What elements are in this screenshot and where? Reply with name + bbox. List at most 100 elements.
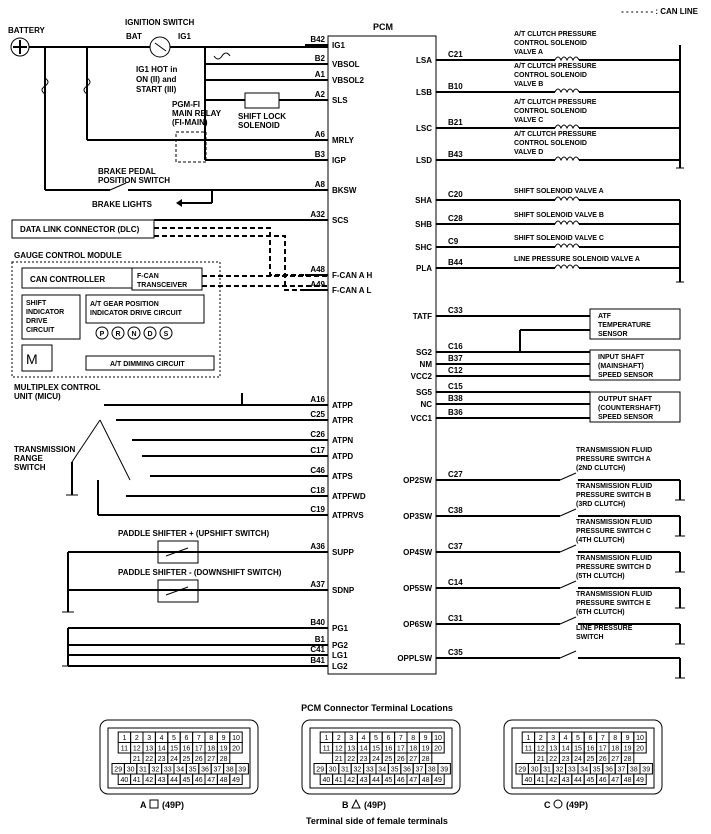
pin-name: SLS — [332, 96, 348, 105]
svg-text:A/T GEAR POSITION: A/T GEAR POSITION — [90, 301, 159, 308]
pin-name: VCC1 — [411, 414, 433, 423]
pin-code: B38 — [448, 394, 463, 403]
terminal-number: 1 — [526, 735, 530, 742]
terminal-number: 40 — [525, 777, 533, 784]
terminal-number: 33 — [568, 767, 576, 774]
terminal-number: 11 — [121, 746, 128, 753]
triangle-icon — [351, 798, 361, 809]
svg-text:RANGE: RANGE — [14, 454, 44, 463]
fuse-icon — [213, 52, 231, 60]
pin-name: LG2 — [332, 662, 348, 671]
component-label: LINE PRESSURE — [576, 625, 633, 632]
solenoid-coil-icon — [554, 196, 580, 202]
terminal-number: 8 — [613, 735, 617, 742]
svg-text:S: S — [164, 331, 169, 338]
terminal-number: 24 — [372, 756, 380, 763]
pin-code: B43 — [448, 150, 463, 159]
terminal-number: 48 — [220, 777, 228, 784]
svg-text:BAT: BAT — [126, 32, 142, 41]
connector-pin-count: (49P) — [364, 800, 386, 810]
terminal-number: 14 — [158, 746, 166, 753]
terminal-number: 40 — [121, 777, 129, 784]
svg-text:BRAKE LIGHTS: BRAKE LIGHTS — [92, 200, 153, 209]
connector-section-title: PCM Connector Terminal Locations — [301, 703, 453, 713]
terminal-number: 33 — [164, 767, 172, 774]
svg-text:N: N — [131, 331, 136, 338]
pin-code: C33 — [448, 306, 463, 315]
terminal-number: 28 — [220, 756, 228, 763]
input-shaft-speed-sensor — [589, 349, 681, 381]
pin-name: NC — [420, 400, 432, 409]
svg-text:DRIVE: DRIVE — [26, 318, 48, 325]
pressure-switch-icon — [559, 616, 577, 625]
terminal-number: 5 — [374, 735, 378, 742]
pin-name: SHB — [415, 220, 432, 229]
svg-text:(MAINSHAFT): (MAINSHAFT) — [598, 363, 644, 370]
pin-name: OP3SW — [403, 512, 432, 521]
pressure-switch-icon — [559, 580, 577, 589]
svg-text:(COUNTERSHAFT): (COUNTERSHAFT) — [598, 405, 661, 412]
component-label: (3RD CLUTCH) — [576, 501, 625, 508]
terminal-number: 32 — [152, 767, 160, 774]
pin-name: ATPR — [332, 416, 353, 425]
pin-code: A37 — [310, 580, 325, 589]
terminal-number: 39 — [238, 767, 246, 774]
connector-section-footer: Terminal side of female terminals — [306, 816, 448, 826]
terminal-number: 43 — [562, 777, 570, 784]
terminal-number: 18 — [207, 746, 215, 753]
pin-code: C26 — [310, 430, 325, 439]
pin-name: SHA — [415, 196, 432, 205]
pin-code: B10 — [448, 82, 463, 91]
pin-code: B1 — [315, 635, 326, 644]
terminal-number: 47 — [207, 777, 215, 784]
terminal-number: 4 — [564, 735, 568, 742]
pin-name: SDNP — [332, 586, 355, 595]
svg-text:A/T DIMMING CIRCUIT: A/T DIMMING CIRCUIT — [110, 361, 185, 368]
pin-name: OPPLSW — [397, 654, 432, 663]
svg-text:CIRCUIT: CIRCUIT — [26, 327, 55, 334]
pin-code: C27 — [448, 470, 463, 479]
connector-caption: A — [140, 800, 147, 810]
component-label: SHIFT SOLENOID VALVE C — [514, 235, 604, 242]
terminal-number: 13 — [347, 746, 355, 753]
pin-code: A48 — [310, 265, 325, 274]
component-label: (2ND CLUTCH) — [576, 465, 625, 472]
pin-code: C18 — [310, 486, 325, 495]
pin-name: OP6SW — [403, 620, 432, 629]
pin-name: NM — [420, 360, 433, 369]
svg-text:SPEED SENSOR: SPEED SENSOR — [598, 414, 653, 421]
terminal-number: 35 — [391, 767, 399, 774]
pin-code: C38 — [448, 506, 463, 515]
atf-temperature-sensor — [589, 308, 681, 340]
pin-name: LG1 — [332, 651, 348, 660]
pin-name: VBSOL — [332, 60, 360, 69]
terminal-number: 29 — [114, 767, 122, 774]
terminal-number: 36 — [201, 767, 209, 774]
terminal-number: 6 — [184, 735, 188, 742]
svg-text:(FI-MAIN): (FI-MAIN) — [172, 118, 208, 127]
svg-text:INPUT SHAFT: INPUT SHAFT — [598, 354, 645, 361]
terminal-number: 27 — [611, 756, 619, 763]
terminal-number: 9 — [424, 735, 428, 742]
terminal-number: 12 — [537, 746, 545, 753]
pin-code: A8 — [315, 180, 326, 189]
pin-code: B2 — [315, 54, 326, 63]
terminal-number: 23 — [158, 756, 166, 763]
terminal-number: 48 — [422, 777, 430, 784]
pin-name: ATPP — [332, 401, 353, 410]
terminal-number: 30 — [329, 767, 337, 774]
terminal-number: 43 — [360, 777, 368, 784]
terminal-number: 42 — [549, 777, 557, 784]
output-shaft-speed-sensor — [589, 391, 681, 423]
fuse-icon — [83, 77, 91, 95]
terminal-number: 16 — [183, 746, 191, 753]
pin-code: A36 — [310, 542, 325, 551]
can-line-legend: - - - - - - - : CAN LINE — [621, 7, 699, 16]
battery-label: BATTERY — [8, 26, 46, 35]
svg-text:INDICATOR DRIVE CIRCUIT: INDICATOR DRIVE CIRCUIT — [90, 310, 183, 317]
pin-name: MRLY — [332, 136, 355, 145]
terminal-number: 41 — [335, 777, 343, 784]
svg-text:IG1: IG1 — [178, 32, 191, 41]
terminal-number: 12 — [335, 746, 343, 753]
